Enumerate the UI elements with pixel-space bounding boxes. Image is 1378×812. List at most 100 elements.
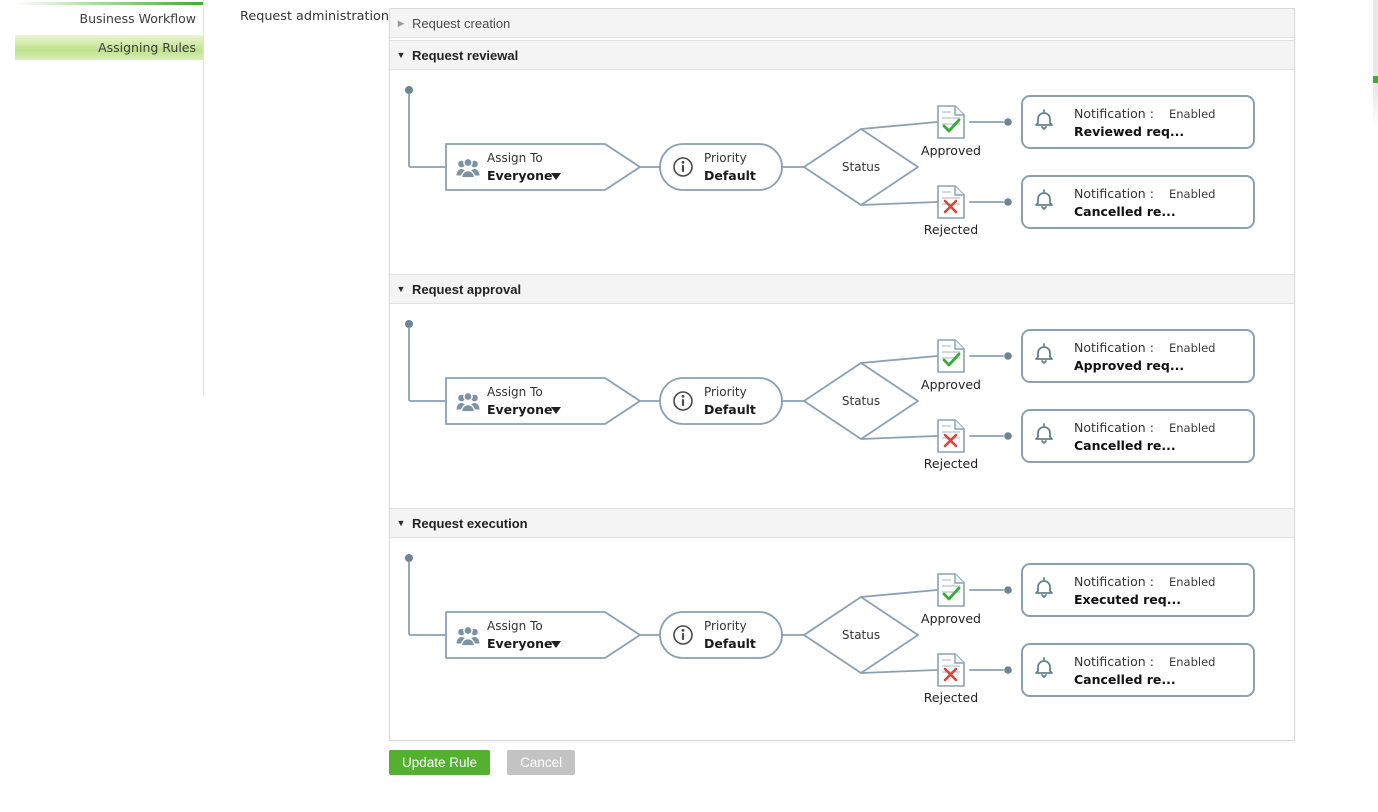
notification-box-approved[interactable] <box>1021 329 1255 383</box>
expanded-arrow-icon <box>390 285 412 294</box>
section-header-request-creation[interactable]: Request creation <box>390 9 1294 38</box>
start-connector-line <box>408 561 447 636</box>
priority-label: Priority <box>704 619 747 633</box>
rejected-doc-icon <box>937 185 965 219</box>
expanded-arrow-icon <box>390 519 412 528</box>
assign-to-node[interactable] <box>445 377 641 425</box>
section-label: Request creation <box>412 15 511 31</box>
notification-name: Approved req... <box>1074 358 1184 373</box>
status-diamond <box>803 362 919 440</box>
status-label: Status <box>842 394 880 408</box>
notification-name: Cancelled re... <box>1074 204 1176 219</box>
dropdown-arrow-icon[interactable] <box>551 407 561 414</box>
dropdown-arrow-icon[interactable] <box>551 173 561 180</box>
branch-line-rejected <box>860 669 938 674</box>
action-button-row: Update Rule Cancel <box>389 750 576 775</box>
sidebar-item-assigning-rules[interactable]: Assigning Rules <box>15 35 203 60</box>
notification-box-rejected[interactable] <box>1021 643 1255 697</box>
start-dot <box>405 554 413 562</box>
section-label: Request execution <box>412 515 528 531</box>
group-people-icon <box>456 625 480 647</box>
connector-dot <box>1004 118 1012 126</box>
connector-dot <box>1004 352 1012 360</box>
assign-value[interactable]: Everyone <box>487 168 552 183</box>
notification-state: Enabled <box>1169 655 1215 669</box>
notification-name: Executed req... <box>1074 592 1181 607</box>
notification-state: Enabled <box>1169 421 1215 435</box>
info-icon <box>673 391 693 411</box>
branch-line-approved <box>860 589 938 598</box>
update-rule-button[interactable]: Update Rule <box>389 750 491 775</box>
status-diamond <box>803 128 919 206</box>
scrollbar-green-indicator <box>1373 76 1378 83</box>
dropdown-arrow-icon[interactable] <box>551 641 561 648</box>
assign-label: Assign To <box>487 619 543 633</box>
bell-icon <box>1035 343 1053 364</box>
branch-line-approved <box>860 355 938 364</box>
rejected-doc-icon <box>937 653 965 687</box>
workflow-accordion: Request creation Request reviewal <box>389 8 1295 741</box>
start-connector-line <box>408 93 447 168</box>
bell-icon <box>1035 657 1053 678</box>
section-header-request-approval[interactable]: Request approval <box>390 274 1294 304</box>
scrollbar-track[interactable] <box>1373 0 1378 128</box>
connector-dot <box>1004 586 1012 594</box>
notification-box-rejected[interactable] <box>1021 409 1255 463</box>
notification-state: Enabled <box>1169 107 1215 121</box>
assign-to-node[interactable] <box>445 143 641 191</box>
branch-rejected-label: Rejected <box>924 690 978 705</box>
bell-icon <box>1035 577 1053 598</box>
priority-value: Default <box>704 168 756 183</box>
section-label: Request reviewal <box>412 47 519 63</box>
assign-label: Assign To <box>487 151 543 165</box>
workflow-diagram-approval: Assign To Everyone Priority Default Stat… <box>390 304 1294 506</box>
workflow-diagram-reviewal: Assign To Everyone Priority Default Stat… <box>390 70 1294 272</box>
priority-value: Default <box>704 402 756 417</box>
sidebar-item-business-workflow[interactable]: Business Workflow <box>79 11 197 26</box>
start-connector-line <box>408 327 447 402</box>
bell-icon <box>1035 109 1053 130</box>
branch-rejected-label: Rejected <box>924 222 978 237</box>
priority-label: Priority <box>704 151 747 165</box>
branch-rejected-label: Rejected <box>924 456 978 471</box>
section-header-request-reviewal[interactable]: Request reviewal <box>390 40 1294 70</box>
notification-label: Notification : <box>1074 186 1154 201</box>
expanded-arrow-icon <box>390 51 412 60</box>
notification-label: Notification : <box>1074 340 1154 355</box>
sidebar: Business Workflow Assigning Rules <box>0 0 203 400</box>
workflow-diagram-execution: Assign To Everyone Priority Default Stat… <box>390 538 1294 740</box>
status-label: Status <box>842 160 880 174</box>
branch-line-rejected <box>860 435 938 440</box>
assign-to-node[interactable] <box>445 611 641 659</box>
assign-value[interactable]: Everyone <box>487 636 552 651</box>
group-people-icon <box>456 157 480 179</box>
group-people-icon <box>456 391 480 413</box>
notification-label: Notification : <box>1074 654 1154 669</box>
notification-label: Notification : <box>1074 106 1154 121</box>
page-title: Request administration <box>240 9 390 24</box>
assign-label: Assign To <box>487 385 543 399</box>
cancel-button[interactable]: Cancel <box>507 750 576 775</box>
notification-state: Enabled <box>1169 575 1215 589</box>
branch-line-rejected <box>860 201 938 206</box>
section-header-request-execution[interactable]: Request execution <box>390 508 1294 538</box>
priority-label: Priority <box>704 385 747 399</box>
connector-dot <box>1004 198 1012 206</box>
sidebar-divider <box>203 0 204 396</box>
rejected-doc-icon <box>937 419 965 453</box>
notification-name: Reviewed req... <box>1074 124 1184 139</box>
section-label: Request approval <box>412 281 522 297</box>
bell-icon <box>1035 423 1053 444</box>
notification-state: Enabled <box>1169 187 1215 201</box>
assign-value[interactable]: Everyone <box>487 402 552 417</box>
branch-approved-label: Approved <box>921 377 981 392</box>
bell-icon <box>1035 189 1053 210</box>
info-icon <box>673 625 693 645</box>
branch-approved-label: Approved <box>921 143 981 158</box>
approved-doc-icon <box>937 105 965 139</box>
notification-box-rejected[interactable] <box>1021 175 1255 229</box>
notification-label: Notification : <box>1074 420 1154 435</box>
notification-box-approved[interactable] <box>1021 95 1255 149</box>
notification-state: Enabled <box>1169 341 1215 355</box>
notification-box-approved[interactable] <box>1021 563 1255 617</box>
